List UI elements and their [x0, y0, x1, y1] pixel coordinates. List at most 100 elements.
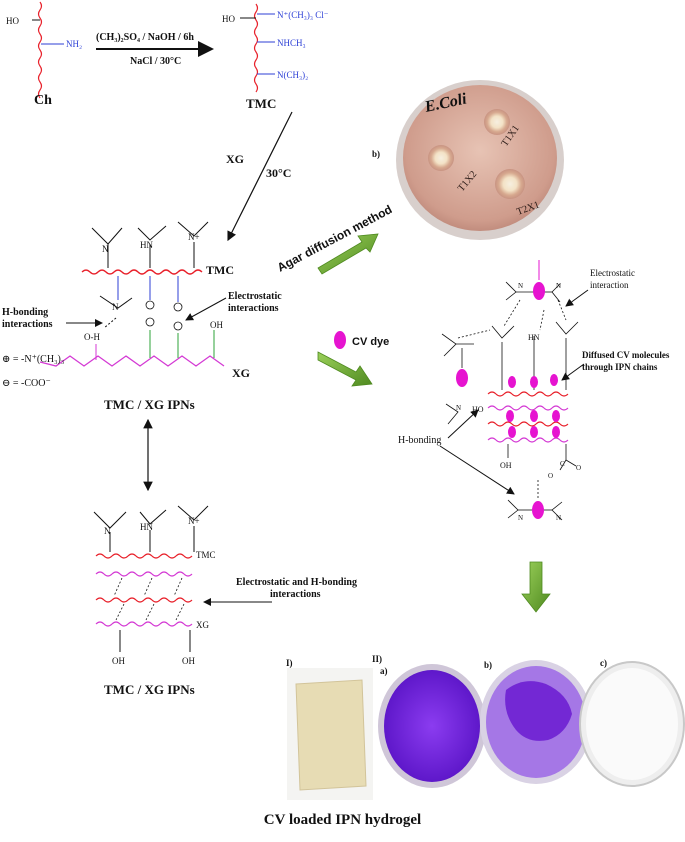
agar-arrow: Agar diffusion method — [275, 202, 395, 274]
ipn1-hbond-label2: interactions — [2, 319, 53, 330]
ipn1-tmc-chain — [81, 269, 203, 275]
tmc-nme2-label: N(CH₃)₂ — [277, 70, 308, 80]
cv-loaded-structure: N N Electrostatic interaction HN N — [398, 260, 670, 522]
ipn1-electro-pointer — [185, 297, 227, 321]
cv-left-n: N — [456, 404, 461, 412]
dish-c-empty — [586, 668, 678, 780]
chitosan-structure: HO NH₂ Ch — [6, 1, 82, 108]
ipn1-oh-label: OH — [210, 320, 223, 330]
cv-oh-label: OH — [500, 461, 512, 470]
cv-legend: CV dye — [334, 331, 389, 349]
reagents-label: (CH₃)₂SO₄ / NaOH / 6h — [96, 32, 194, 43]
cv-diffused-label: Diffused CV molecules — [582, 350, 670, 360]
xg-step-label: XG — [226, 152, 244, 166]
ipn1-hbond-label: H-bonding — [2, 307, 48, 318]
ipn1-electro-label2: interactions — [228, 303, 279, 314]
ch-backbone — [37, 1, 43, 99]
ipn2-oh-1: OH — [112, 656, 125, 666]
photo-label-I: I) — [286, 658, 293, 668]
ipn1-oh-h-label: O-H — [84, 332, 100, 342]
photo-label-c: c) — [600, 658, 607, 668]
ipn2-amine-groups — [93, 505, 209, 552]
ipn1-nplus-label: N+ — [188, 232, 200, 242]
ipn2-hn-label: HN — [140, 522, 153, 532]
ipn2-electro-label: Electrostatic and H-bonding — [236, 577, 357, 588]
ipn1-xg-chain — [39, 355, 225, 367]
ipn2-nplus-label: N+ — [188, 516, 200, 526]
cv-arrow — [317, 351, 373, 387]
ipn1-tmc-label: TMC — [206, 263, 234, 277]
cv-diffused-pointer — [561, 363, 585, 381]
photo-panel-II: II) a) b) c) — [372, 654, 685, 788]
cv-left-amine — [445, 403, 459, 425]
ipn2-electro-label2: interactions — [270, 589, 321, 600]
conditions-label: NaCl / 30°C — [130, 56, 181, 67]
ipn2-oh-2: OH — [182, 656, 195, 666]
cv-electro-label2: interaction — [590, 280, 629, 290]
photo-label-II: II) — [372, 654, 382, 664]
ipn1-amine-groups — [91, 221, 209, 268]
cv-carbox-o2: O — [548, 472, 553, 480]
cv-diffused-dyes — [506, 374, 560, 438]
tmc-nhch3-label: NHCH₃ — [277, 38, 306, 48]
ipn1-hn-label: HN — [140, 240, 153, 250]
ipn2-crosslinks — [113, 577, 185, 621]
tmc-label: TMC — [246, 96, 276, 111]
cv-bottom-n2: N — [556, 514, 561, 522]
ipn1-lower-n: N — [112, 302, 119, 312]
cv-dye-label: CV dye — [352, 336, 389, 348]
cv-dye-top — [533, 282, 545, 300]
cv-top-n2: N — [556, 282, 561, 290]
zone-t1x1 — [484, 109, 510, 135]
cv-top-n1: N — [518, 282, 523, 290]
dish-b-swollen — [505, 681, 572, 741]
dry-film — [295, 679, 367, 791]
cv-electro-label: Electrostatic — [590, 268, 635, 278]
cv-bottom-n1: N — [518, 514, 523, 522]
legend-minus: ⊖ = -COO⁻ — [2, 378, 51, 389]
dish-a-gel — [384, 670, 480, 782]
photo-label-a: a) — [380, 666, 388, 676]
ipn1-plus-2 — [173, 302, 183, 312]
cv-dye-left — [456, 369, 468, 387]
ipn1-green-bonds — [149, 330, 215, 358]
ipn1-hbond-dash — [103, 317, 117, 329]
ipn1-minus-2 — [173, 321, 183, 331]
ipn1-n-label: N — [102, 244, 109, 254]
cv-ho-label: HO — [472, 405, 484, 414]
cv-dashed-links — [457, 299, 567, 339]
cv-electro-pointer — [565, 289, 589, 307]
photo-label-b: b) — [484, 660, 492, 670]
xg-temp-label: 30°C — [266, 166, 291, 180]
cv-dye-bottom — [532, 501, 544, 519]
ipn1-title: TMC / XG IPNs — [104, 397, 195, 412]
cv-carbox-o: O — [576, 464, 581, 472]
cv-diffused-label2: through IPN chains — [582, 362, 658, 372]
tmc-backbone — [253, 3, 259, 93]
ipn1-lower-amine — [99, 295, 133, 309]
cv-hn-label: HN — [528, 333, 540, 342]
agar-plate-photo: E.Coli T1X1 T1X2 T2X1 b) — [372, 78, 568, 246]
ipn1-blue-bonds — [117, 276, 179, 302]
panel-b-label: b) — [372, 149, 380, 159]
tmc-ho-label: HO — [222, 14, 235, 24]
cv-carbox-c: C — [560, 460, 565, 468]
ipn1-minus-1 — [145, 317, 155, 327]
legend-plus: ⊕ = -N⁺(CH₃)₃ — [2, 354, 64, 365]
ipn-structure-1: N HN N+ TMC N O-H OH XG H-bonding — [2, 221, 282, 412]
ipn1-plus-1 — [145, 300, 155, 310]
ch-label: Ch — [34, 93, 52, 108]
cv-hbond-pointer-1 — [447, 409, 479, 439]
cv-hbond-pointer-2 — [439, 445, 515, 495]
cv-dye-swatch — [334, 331, 346, 349]
zone-t1x2 — [428, 145, 454, 171]
cv-carboxylate — [559, 444, 577, 471]
cv-hbond-label: H-bonding — [398, 435, 441, 446]
tmc-quat-label: N⁺(CH₃)₃ Cl⁻ — [277, 10, 329, 20]
ipn2-n-label: N — [104, 526, 111, 536]
ipn1-xg-label: XG — [232, 366, 250, 380]
ipn1-electro-label: Electrostatic — [228, 291, 282, 302]
ipn2-xg-label: XG — [196, 620, 209, 630]
photo-panel-I: I) — [286, 658, 373, 800]
xg-arrow: XG 30°C — [226, 111, 293, 242]
